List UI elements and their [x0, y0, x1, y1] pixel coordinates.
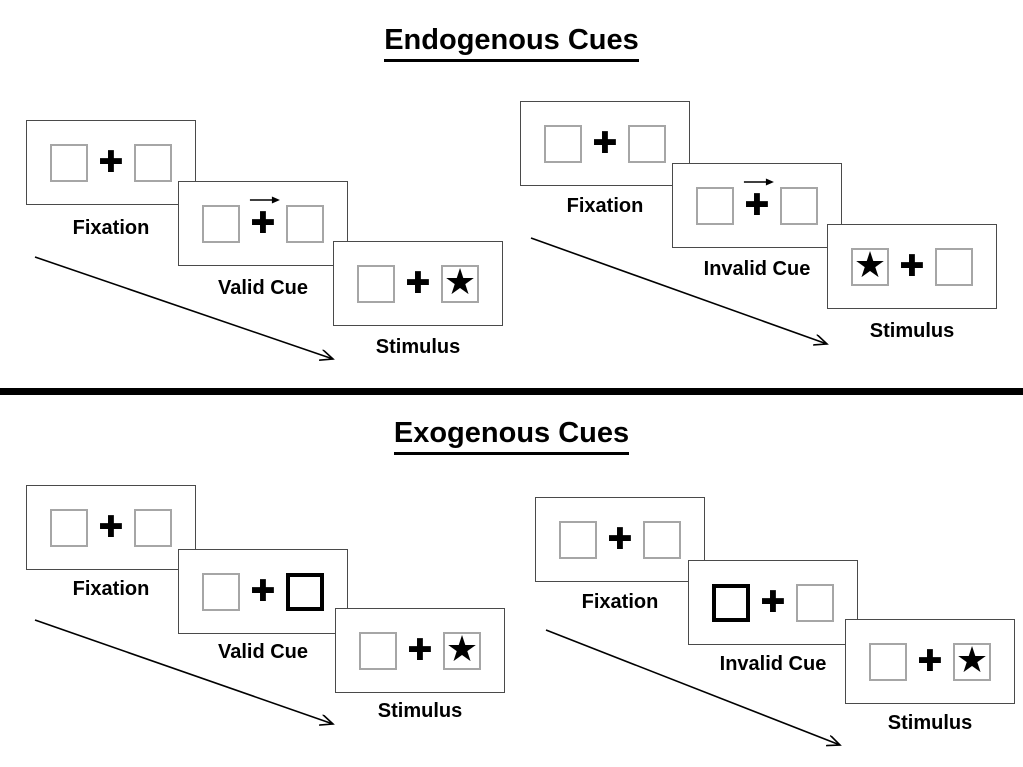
- screen-label: Invalid Cue: [703, 258, 811, 280]
- fixation-cross-icon: ✚: [607, 521, 633, 557]
- stimulus-screen: ✚ ★: [333, 241, 503, 326]
- stimulus-screen: ✚ ★: [335, 608, 505, 693]
- fixation-cross-icon: ✚: [98, 509, 124, 545]
- left-box: [359, 631, 397, 670]
- timeline-arrow: [34, 619, 345, 734]
- screen-label: Stimulus: [869, 320, 955, 342]
- fixation-cross-icon: ✚: [407, 632, 433, 668]
- fixation-cross-icon: ✚: [592, 125, 618, 161]
- screen-label: Fixation: [72, 217, 150, 239]
- left-box: [559, 520, 597, 559]
- cue-highlight-box: [712, 583, 750, 622]
- screen-label: Invalid Cue: [719, 653, 827, 675]
- cue-screen: ✚: [688, 560, 858, 645]
- screen-label: Valid Cue: [217, 277, 309, 299]
- screen-label: Fixation: [72, 578, 150, 600]
- right-box: ★: [440, 261, 479, 303]
- stimulus-screen: ★ ✚: [827, 224, 997, 309]
- target-star-icon: ★: [445, 628, 479, 670]
- fixation-cross-icon: ✚: [249, 196, 280, 239]
- target-star-icon: ★: [443, 261, 477, 303]
- left-box: [357, 264, 395, 303]
- fixation-screen: ✚: [535, 497, 705, 582]
- right-box: [627, 124, 666, 163]
- fixation-cross-icon: ✚: [917, 643, 943, 679]
- section-title-endogenous: Endogenous Cues: [0, 24, 1023, 62]
- screen-label: Fixation: [566, 195, 644, 217]
- right-box: [133, 143, 172, 182]
- fixation-screen: ✚: [26, 120, 196, 205]
- right-box: ★: [442, 628, 481, 670]
- target-star-icon: ★: [955, 639, 989, 681]
- left-box: [696, 186, 734, 225]
- fixation-screen: ✚: [26, 485, 196, 570]
- left-box: [50, 508, 88, 547]
- fixation-cross-icon: ✚: [250, 573, 276, 609]
- target-star-icon: ★: [853, 244, 887, 286]
- left-box: [202, 204, 240, 243]
- cue-arrow-icon: [249, 196, 280, 203]
- left-box: [544, 124, 582, 163]
- cue-screen: ✚: [672, 163, 842, 248]
- cue-screen: ✚: [178, 549, 348, 634]
- screen-label: Stimulus: [887, 712, 973, 734]
- left-box: [869, 642, 907, 681]
- fixation-cross-icon: ✚: [743, 178, 774, 221]
- section-title-exogenous: Exogenous Cues: [0, 417, 1023, 455]
- cue-highlight-box: [285, 572, 324, 611]
- left-box: [202, 572, 240, 611]
- right-box: [934, 247, 973, 286]
- cue-screen: ✚: [178, 181, 348, 266]
- section-divider: [0, 388, 1023, 395]
- fixation-cross-icon: ✚: [899, 248, 925, 284]
- fixation-cross-icon: ✚: [760, 584, 786, 620]
- timeline-arrow: [545, 629, 855, 754]
- screen-label: Valid Cue: [217, 641, 309, 663]
- cue-arrow-icon: [743, 178, 774, 185]
- timeline-arrow: [530, 237, 840, 355]
- stimulus-screen: ✚ ★: [845, 619, 1015, 704]
- right-box: ★: [952, 639, 991, 681]
- left-box: ★: [851, 244, 889, 286]
- screen-label: Stimulus: [375, 336, 461, 358]
- fixation-cross-icon: ✚: [98, 144, 124, 180]
- left-box: [50, 143, 88, 182]
- right-box: [779, 186, 818, 225]
- right-box: [642, 520, 681, 559]
- fixation-screen: ✚: [520, 101, 690, 186]
- fixation-cross-icon: ✚: [405, 265, 431, 301]
- screen-label: Fixation: [581, 591, 659, 613]
- screen-label: Stimulus: [377, 700, 463, 722]
- timeline-arrow: [34, 256, 345, 370]
- right-box: [795, 583, 834, 622]
- right-box: [133, 508, 172, 547]
- right-box: [285, 204, 324, 243]
